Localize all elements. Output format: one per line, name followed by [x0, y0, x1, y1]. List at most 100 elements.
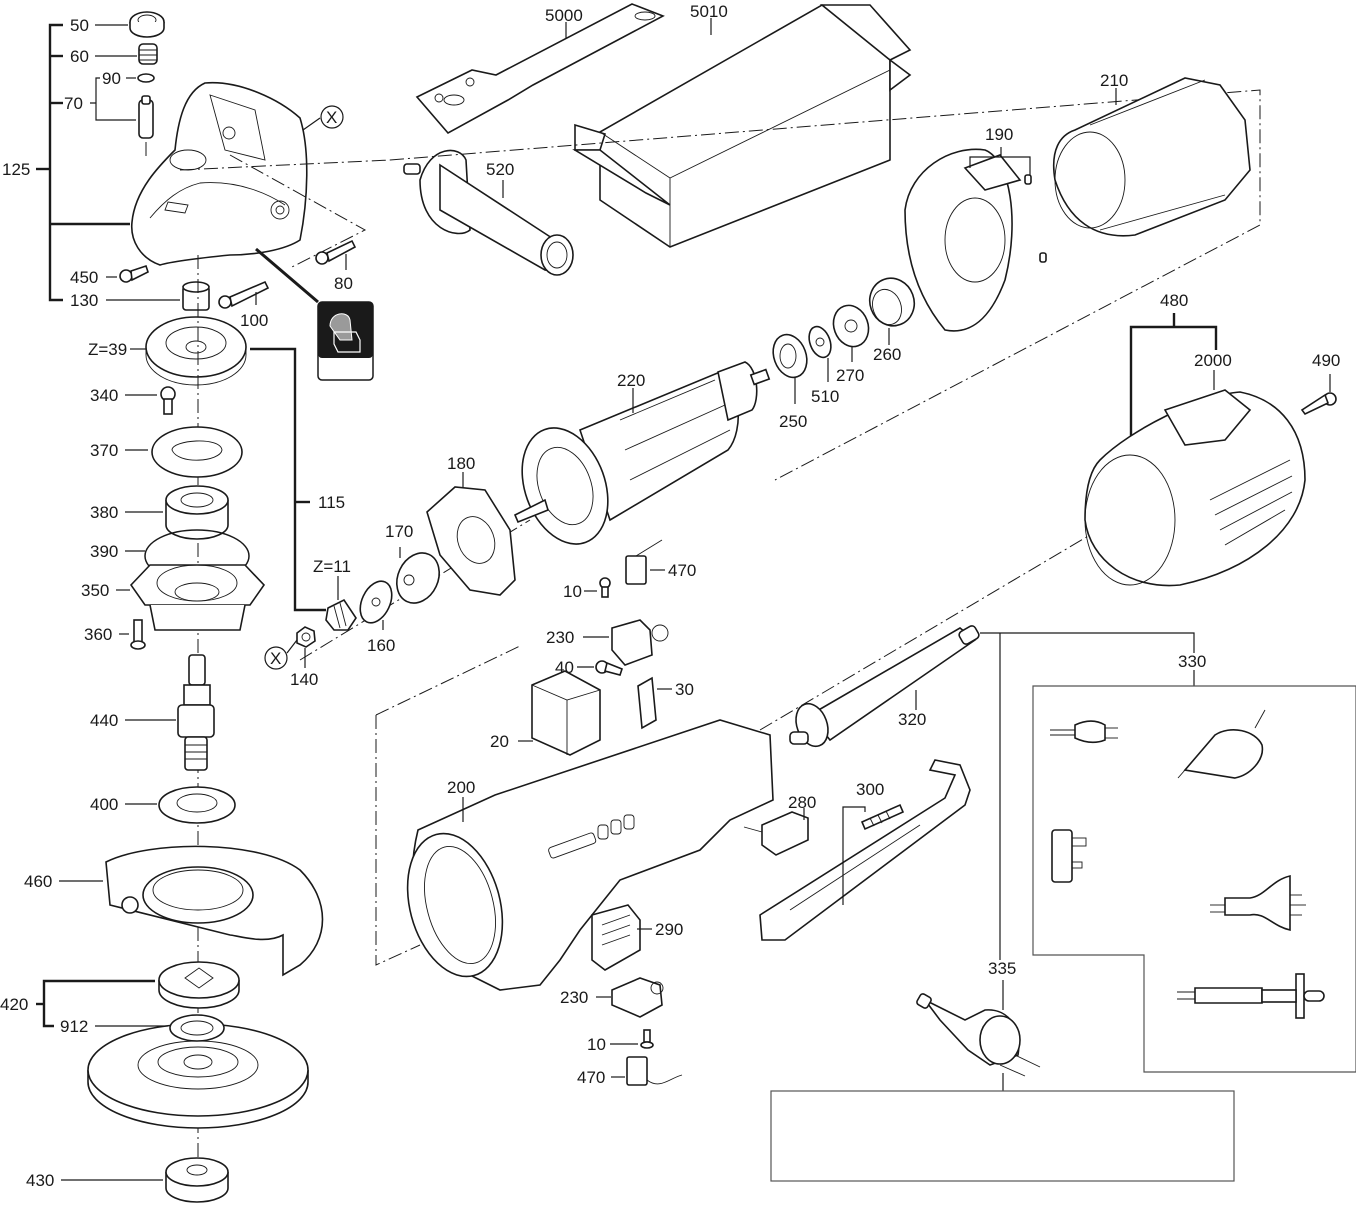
part-30-clip [637, 676, 657, 730]
part-210-stator [1052, 77, 1251, 237]
label-115: 115 [318, 493, 345, 512]
label-60: 60 [70, 47, 89, 66]
label-350: 350 [81, 581, 109, 600]
label-480: 480 [1160, 291, 1188, 310]
label-5000: 5000 [545, 6, 583, 25]
label-340: 340 [90, 386, 118, 405]
label-440: 440 [90, 711, 118, 730]
part-300-spring [860, 803, 905, 831]
label-335: 335 [988, 959, 1016, 978]
empty-info-box [770, 1090, 1235, 1182]
part-380-bearing [165, 485, 229, 540]
label-912: 912 [60, 1017, 88, 1036]
plug-type-g-icon [1051, 829, 1087, 883]
part-50-cap [129, 11, 165, 38]
label-510: 510 [811, 387, 839, 406]
plug-type-i-icon [1210, 875, 1306, 931]
part-230-brush-holder-bottom [611, 977, 664, 1018]
label-5010: 5010 [690, 2, 728, 21]
label-260: 260 [873, 345, 901, 364]
part-10-screw-bottom [640, 1029, 654, 1049]
part-290-cover [591, 904, 641, 971]
part-20-switch [531, 670, 601, 756]
part-gear-housing [131, 81, 308, 266]
label-330: 330 [1178, 652, 1206, 671]
part-420-flange [158, 961, 240, 1009]
label-420: 420 [0, 995, 28, 1014]
label-490: 490 [1312, 351, 1340, 370]
part-5000-wrench [415, 3, 665, 135]
part-470-brush-top [625, 539, 663, 585]
label-230-top: 230 [546, 628, 574, 647]
part-90-ring [137, 73, 155, 83]
label-10-bottom: 10 [587, 1035, 606, 1054]
part-460-guard [105, 845, 324, 977]
part-510-washer [808, 325, 832, 359]
label-250: 250 [779, 412, 807, 431]
label-470-bottom: 470 [577, 1068, 605, 1087]
part-360-screw [130, 619, 146, 650]
plug-type-c-icon [1177, 973, 1325, 1019]
x-marker-2 [264, 646, 288, 670]
part-450-screw [119, 264, 149, 283]
part-220-armature [513, 361, 771, 545]
label-2000: 2000 [1194, 351, 1232, 370]
part-5010-box [572, 4, 912, 248]
label-160: 160 [367, 636, 395, 655]
label-30: 30 [675, 680, 694, 699]
part-350-bearing-flange [129, 564, 266, 631]
part-170-bearing [396, 552, 440, 604]
label-280: 280 [788, 793, 816, 812]
label-390: 390 [90, 542, 118, 561]
label-450: 450 [70, 268, 98, 287]
label-300: 300 [856, 780, 884, 799]
label-470-top: 470 [668, 561, 696, 580]
plug-type-a-icon [1050, 720, 1118, 744]
part-270-bearing [832, 304, 870, 348]
label-125: 125 [2, 160, 30, 179]
part-250-fan [772, 333, 808, 379]
label-50: 50 [70, 16, 89, 35]
label-z11: Z=11 [313, 557, 351, 576]
label-370: 370 [90, 441, 118, 460]
part-disc [87, 1023, 309, 1129]
part-100-screw [218, 280, 270, 309]
label-400: 400 [90, 795, 118, 814]
plug-variants-box [1032, 685, 1356, 1073]
label-130: 130 [70, 291, 98, 310]
part-335-schuko-plug-icon [916, 993, 1041, 1077]
lubricate-pictogram-icon [317, 301, 374, 381]
part-400-flange [158, 786, 236, 824]
label-80: 80 [334, 274, 353, 293]
part-10-screw-top [599, 577, 611, 598]
part-520-side-handle [403, 149, 574, 276]
plug-type-f-icon [1177, 709, 1266, 779]
part-80-screw [315, 239, 357, 265]
label-210: 210 [1100, 71, 1128, 90]
part-60-spring [138, 43, 158, 65]
label-220: 220 [617, 371, 645, 390]
part-260-bearing-seat [868, 277, 916, 327]
label-100: 100 [240, 311, 268, 330]
label-430: 430 [26, 1171, 54, 1190]
label-380: 380 [90, 503, 118, 522]
part-230-brush-holder-top [611, 619, 669, 666]
label-140: 140 [290, 670, 318, 689]
label-190: 190 [985, 125, 1013, 144]
part-160-washer [359, 580, 393, 624]
label-230-bottom: 230 [560, 988, 588, 1007]
label-180: 180 [447, 454, 475, 473]
label-20: 20 [490, 732, 509, 751]
part-430-nut [165, 1157, 229, 1203]
part-140-nut [296, 626, 316, 648]
label-520: 520 [486, 160, 514, 179]
label-10-top: 10 [563, 582, 582, 601]
label-x-1: X [326, 108, 337, 127]
label-170: 170 [385, 522, 413, 541]
part-480-motor-housing [1084, 389, 1306, 587]
label-290: 290 [655, 920, 683, 939]
bracket-125 [36, 23, 130, 302]
part-912-ring [169, 1014, 225, 1042]
label-320: 320 [898, 710, 926, 729]
